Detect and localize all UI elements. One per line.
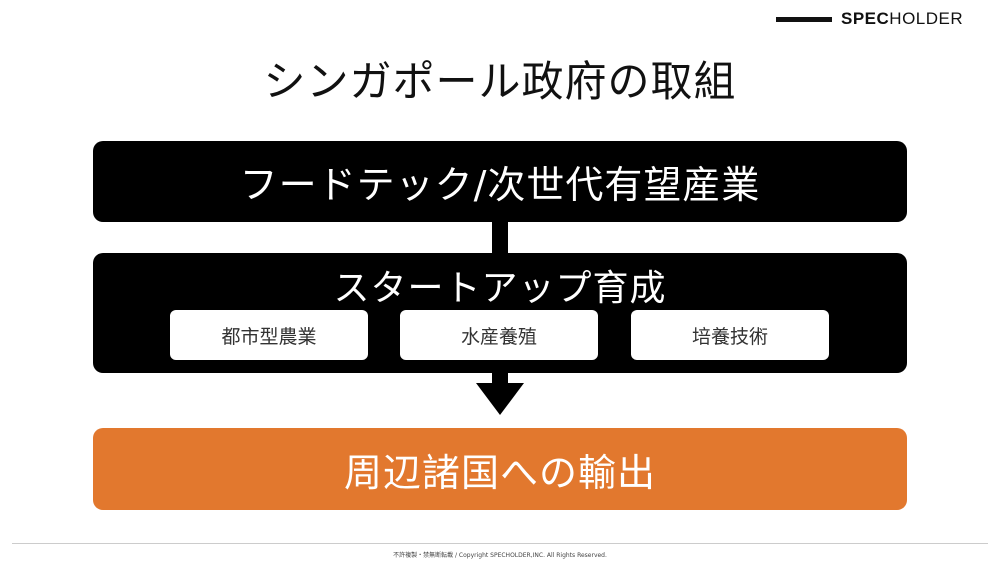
footer-divider xyxy=(12,543,988,544)
chip-label: 水産養殖 xyxy=(460,325,537,348)
footer-copyright: 不許複製・禁無断転載 / Copyright SPECHOLDER,INC. A… xyxy=(393,552,607,559)
middle-box: スタートアップ育成 都市型農業 水産養殖 培養技術 xyxy=(93,253,907,373)
chip-cultivation-tech: 培養技術 xyxy=(631,310,829,360)
chip-aquaculture: 水産養殖 xyxy=(400,310,598,360)
top-box: フードテック/次世代有望産業 xyxy=(93,141,907,222)
down-arrow-icon xyxy=(476,383,524,415)
slide-title: シンガポール政府の取組 xyxy=(263,57,737,106)
middle-box-label: スタートアップ育成 xyxy=(333,268,667,309)
logo-bar xyxy=(776,16,832,22)
top-box-label: フードテック/次世代有望産業 xyxy=(239,163,761,207)
bottom-box: 周辺諸国への輸出 xyxy=(93,428,907,510)
logo-text-light: HOLDER xyxy=(889,9,964,28)
bottom-box-label: 周辺諸国への輸出 xyxy=(343,450,656,495)
chip-urban-farming: 都市型農業 xyxy=(170,310,368,360)
logo-text: SPECHOLDER xyxy=(841,9,963,29)
chip-label: 都市型農業 xyxy=(221,325,317,348)
logo-text-strong: SPEC xyxy=(841,9,890,28)
chip-label: 培養技術 xyxy=(691,325,768,348)
connector-line xyxy=(492,222,508,254)
brand-logo: SPECHOLDER xyxy=(776,9,963,29)
arrow-stem xyxy=(492,373,508,385)
